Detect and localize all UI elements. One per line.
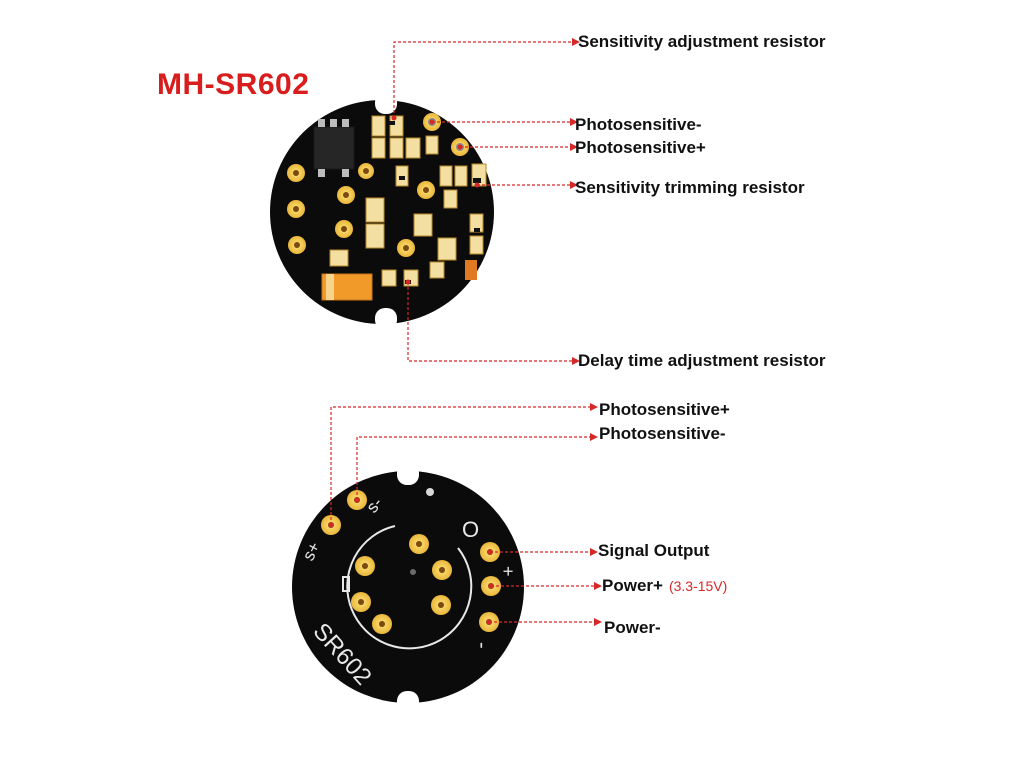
top-leader-lines: [393, 41, 572, 362]
top-pcb: [270, 92, 494, 330]
small-capacitor: [465, 260, 477, 280]
bottom-pcb: SR602 s+ s- O + -: [292, 463, 524, 713]
label-top-photo-minus: Photosensitive-: [575, 115, 702, 134]
smd-components: [329, 115, 487, 287]
bottom-leader-lines: [330, 406, 594, 623]
sensor-outline: [346, 525, 473, 650]
label-sensitivity-adjustment: Sensitivity adjustment resistor: [578, 32, 826, 51]
ic-chip: [313, 119, 355, 177]
through-hole-pads: [287, 113, 469, 257]
power-plus-range: (3.3-15V): [668, 578, 728, 594]
top-leader-dots: [391, 38, 580, 365]
label-sensitivity-trimming: Sensitivity trimming resistor: [575, 178, 805, 197]
label-power-plus: Power+ (3.3-15V): [602, 576, 727, 596]
label-delay-time: Delay time adjustment resistor: [578, 351, 826, 370]
label-signal-output: Signal Output: [598, 541, 710, 560]
silk-out: O: [462, 517, 479, 542]
capacitor-band: [326, 274, 334, 300]
bottom-leader-dots: [328, 403, 602, 626]
label-top-photo-plus: Photosensitive+: [575, 138, 706, 157]
product-title: MH-SR602: [157, 68, 310, 101]
silk-plus: +: [498, 566, 518, 577]
sensor-pads: [351, 488, 452, 634]
label-bottom-photo-plus: Photosensitive+: [599, 400, 730, 419]
silk-minus: -: [471, 642, 493, 649]
power-plus-text: Power+: [602, 576, 663, 595]
label-power-minus: Power-: [604, 618, 661, 637]
label-bottom-photo-minus: Photosensitive-: [599, 424, 726, 443]
